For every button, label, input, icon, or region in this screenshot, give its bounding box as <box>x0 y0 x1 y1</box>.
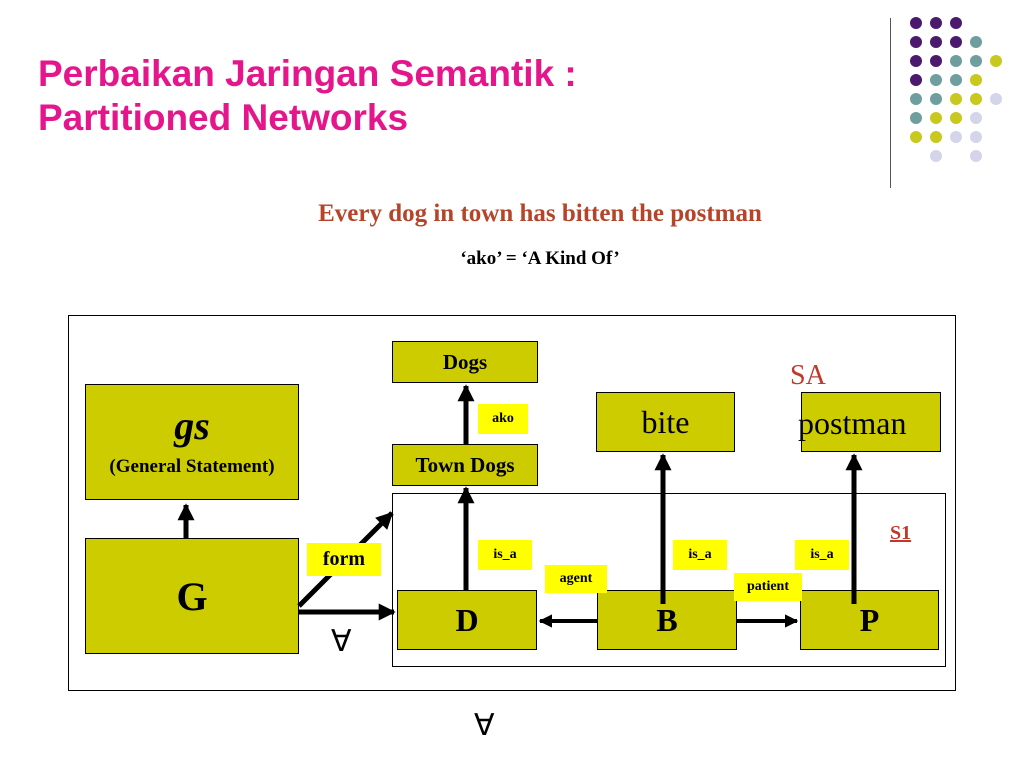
slide-title-line-2: Partitioned Networks <box>38 97 409 139</box>
partition-s1-label: S1 <box>890 522 912 544</box>
node-dogs: Dogs <box>392 341 538 383</box>
edge-label-form: form <box>307 543 381 576</box>
edge-label-is-a-d: is_a <box>478 540 532 570</box>
node-postman: postman <box>798 392 941 452</box>
edge-label-ako: ako <box>478 404 528 434</box>
title-divider <box>890 18 891 188</box>
partition-sa-label: SA <box>790 360 826 391</box>
slide-title: Perbaikan Jaringan Semantik : Partitione… <box>38 52 577 141</box>
node-gs-label: gs <box>174 403 210 448</box>
forall-symbol-outer: ∀ <box>474 709 495 742</box>
node-town-dogs: Town Dogs <box>392 444 538 486</box>
ako-definition: ‘ako’ = ‘A Kind Of’ <box>460 248 620 269</box>
forall-symbol-inner: ∀ <box>331 625 352 658</box>
slide-title-line-1: Perbaikan Jaringan Semantik : <box>38 53 577 94</box>
node-gs: gs (General Statement) <box>85 384 299 500</box>
node-d: D <box>397 590 537 650</box>
node-bite: bite <box>596 392 735 452</box>
edge-label-patient: patient <box>734 573 802 601</box>
decorative-dot-grid <box>910 17 1002 162</box>
edge-label-agent: agent <box>545 565 607 593</box>
node-p: P <box>800 590 939 650</box>
node-postman-label: postman <box>798 405 907 441</box>
edge-label-is-a-p: is_a <box>795 540 849 570</box>
partition-sa <box>68 315 956 691</box>
edge-label-is-a-b: is_a <box>673 540 727 570</box>
node-gs-description: (General Statement) <box>109 456 275 477</box>
node-b: B <box>597 590 737 650</box>
diagram-caption: Every dog in town has bitten the postman <box>318 200 762 227</box>
node-g: G <box>85 538 299 654</box>
